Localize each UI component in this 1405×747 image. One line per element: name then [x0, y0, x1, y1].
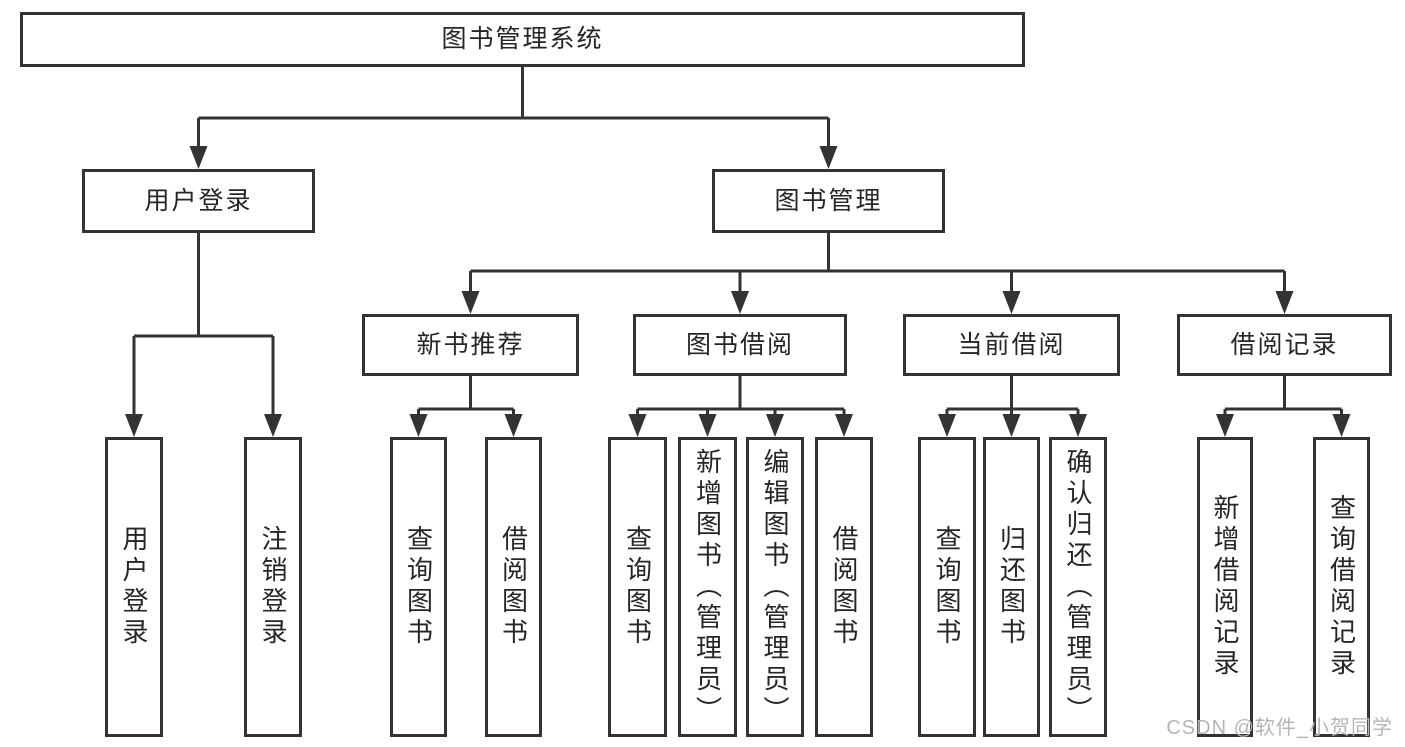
- leaf-add-book-admin: 新增图书（管理员）: [678, 437, 737, 737]
- leaf-newbook-borrow-books: 借阅图书: [485, 437, 542, 737]
- node-borrowing-records: 借阅记录: [1177, 314, 1392, 376]
- node-book-borrowing: 图书借阅: [633, 314, 847, 376]
- csdn-watermark: CSDN @软件_小贺同学: [1166, 717, 1393, 739]
- leaf-logout: 注销登录: [244, 437, 302, 737]
- leaf-user-login: 用户登录: [105, 437, 163, 737]
- node-book-management: 图书管理: [712, 169, 945, 233]
- node-current-borrowing: 当前借阅: [903, 314, 1120, 376]
- node-user-login: 用户登录: [82, 169, 315, 233]
- node-new-book-recommend: 新书推荐: [362, 314, 579, 376]
- leaf-borrowing-query-books: 查询图书: [608, 437, 667, 737]
- node-root: 图书管理系统: [20, 12, 1025, 67]
- leaf-edit-book-admin: 编辑图书（管理员）: [746, 437, 804, 737]
- leaf-add-borrow-record: 新增借阅记录: [1197, 437, 1253, 737]
- leaf-newbook-query-books: 查询图书: [390, 437, 447, 737]
- leaf-borrowing-borrow-books: 借阅图书: [815, 437, 873, 737]
- leaf-current-query-books: 查询图书: [918, 437, 976, 737]
- leaf-confirm-return-admin: 确认归还（管理员）: [1049, 437, 1107, 737]
- leaf-return-books: 归还图书: [983, 437, 1040, 737]
- leaf-query-borrow-record: 查询借阅记录: [1313, 437, 1370, 737]
